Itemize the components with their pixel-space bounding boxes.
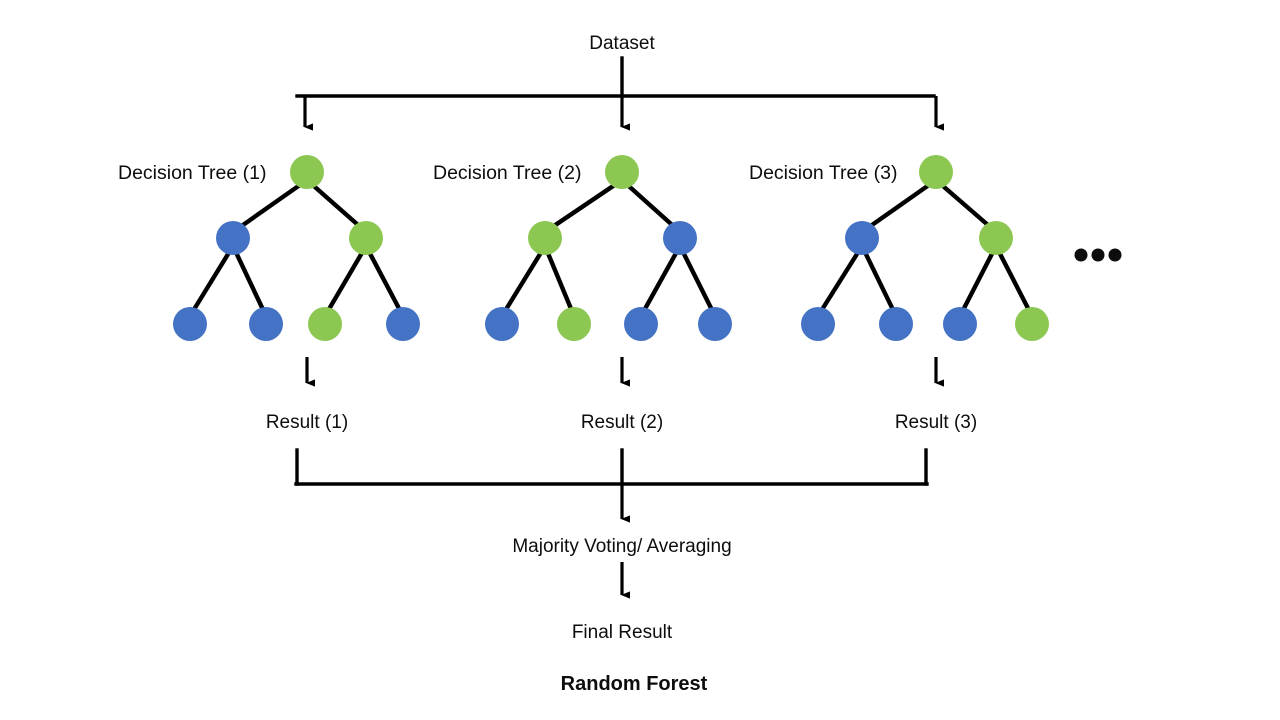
result-2-label: Result (2) [581, 412, 663, 433]
tree-2-root-node [605, 155, 639, 189]
tree-2-branch-node-1 [528, 221, 562, 255]
final-result-label: Final Result [572, 622, 673, 643]
decision-tree-3-title: Decision Tree (3) [749, 162, 897, 184]
tree-3-edge-root-1 [860, 178, 938, 234]
decision-trees-layer: Decision Tree (1) Decision Tree (2) Decisi… [118, 155, 1049, 341]
tree-1-branch-node-1 [216, 221, 250, 255]
tree-1-leaf-node-3 [308, 307, 342, 341]
tree-1-edge-branch-1 [188, 244, 235, 318]
tree-3-leaf-node-3 [943, 307, 977, 341]
decision-tree-2-title: Decision Tree (2) [433, 162, 581, 184]
tree-2-leaf-node-3 [624, 307, 658, 341]
tree-2-edge-branch-3 [639, 244, 682, 318]
decision-tree-1: Decision Tree (1) [118, 155, 420, 341]
decision-tree-3: Decision Tree (3) [749, 155, 1049, 341]
tree-1-edge-root-1 [231, 178, 309, 234]
tree-3-branch-node-1 [845, 221, 879, 255]
tree-1-edge-branch-2 [231, 245, 268, 317]
result-1-label: Result (1) [266, 412, 348, 433]
diagram-caption-title: Random Forest [561, 673, 708, 695]
tree-3-edge-branch-4 [994, 244, 1034, 318]
decision-tree-2: Decision Tree (2) [433, 155, 732, 341]
tree-1-edge-branch-3 [323, 244, 368, 318]
tree-2-edge-root-1 [543, 178, 624, 234]
tree-2-leaf-node-1 [485, 307, 519, 341]
tree-3-branch-node-2 [979, 221, 1013, 255]
tree-2-edge-branch-1 [500, 244, 547, 318]
tree-3-leaf-node-2 [879, 307, 913, 341]
tree-2-edge-branch-4 [678, 245, 717, 317]
tree-results-layer: Result (1) Result (2) Result (3) [266, 357, 977, 433]
result-3-label: Result (3) [895, 412, 977, 433]
tree-2-branch-node-2 [663, 221, 697, 255]
dataset-label: Dataset [589, 33, 655, 54]
tree-2-edge-branch-2 [542, 245, 577, 317]
tree-3-edge-root-2 [934, 178, 998, 234]
tree-2-edge-root-2 [620, 178, 682, 234]
tree-2-leaf-node-4 [698, 307, 732, 341]
tree-3-leaf-node-1 [801, 307, 835, 341]
tree-1-edge-root-2 [305, 178, 368, 234]
tree-1-root-node [290, 155, 324, 189]
tree-3-edge-branch-3 [958, 244, 998, 318]
dataset-distribution-bracket [295, 56, 944, 131]
tree-3-leaf-node-4 [1015, 307, 1049, 341]
ellipsis-dot-1 [1074, 248, 1088, 262]
tree-1-branch-node-2 [349, 221, 383, 255]
tree-1-edge-branch-4 [364, 244, 405, 318]
aggregator-label: Majority Voting/ Averaging [512, 536, 731, 557]
results-aggregation-bracket [294, 448, 929, 523]
ellipsis-dot-3 [1108, 248, 1122, 262]
tree-3-edge-branch-2 [860, 245, 898, 317]
ellipsis-dot-2 [1091, 248, 1105, 262]
decision-tree-1-title: Decision Tree (1) [118, 162, 266, 184]
tree-3-edge-branch-1 [816, 244, 864, 318]
tree-3-root-node [919, 155, 953, 189]
tree-1-leaf-node-4 [386, 307, 420, 341]
tree-1-leaf-node-2 [249, 307, 283, 341]
tree-2-leaf-node-2 [557, 307, 591, 341]
more-trees-ellipsis-icon [1074, 248, 1122, 262]
tree-1-leaf-node-1 [173, 307, 207, 341]
